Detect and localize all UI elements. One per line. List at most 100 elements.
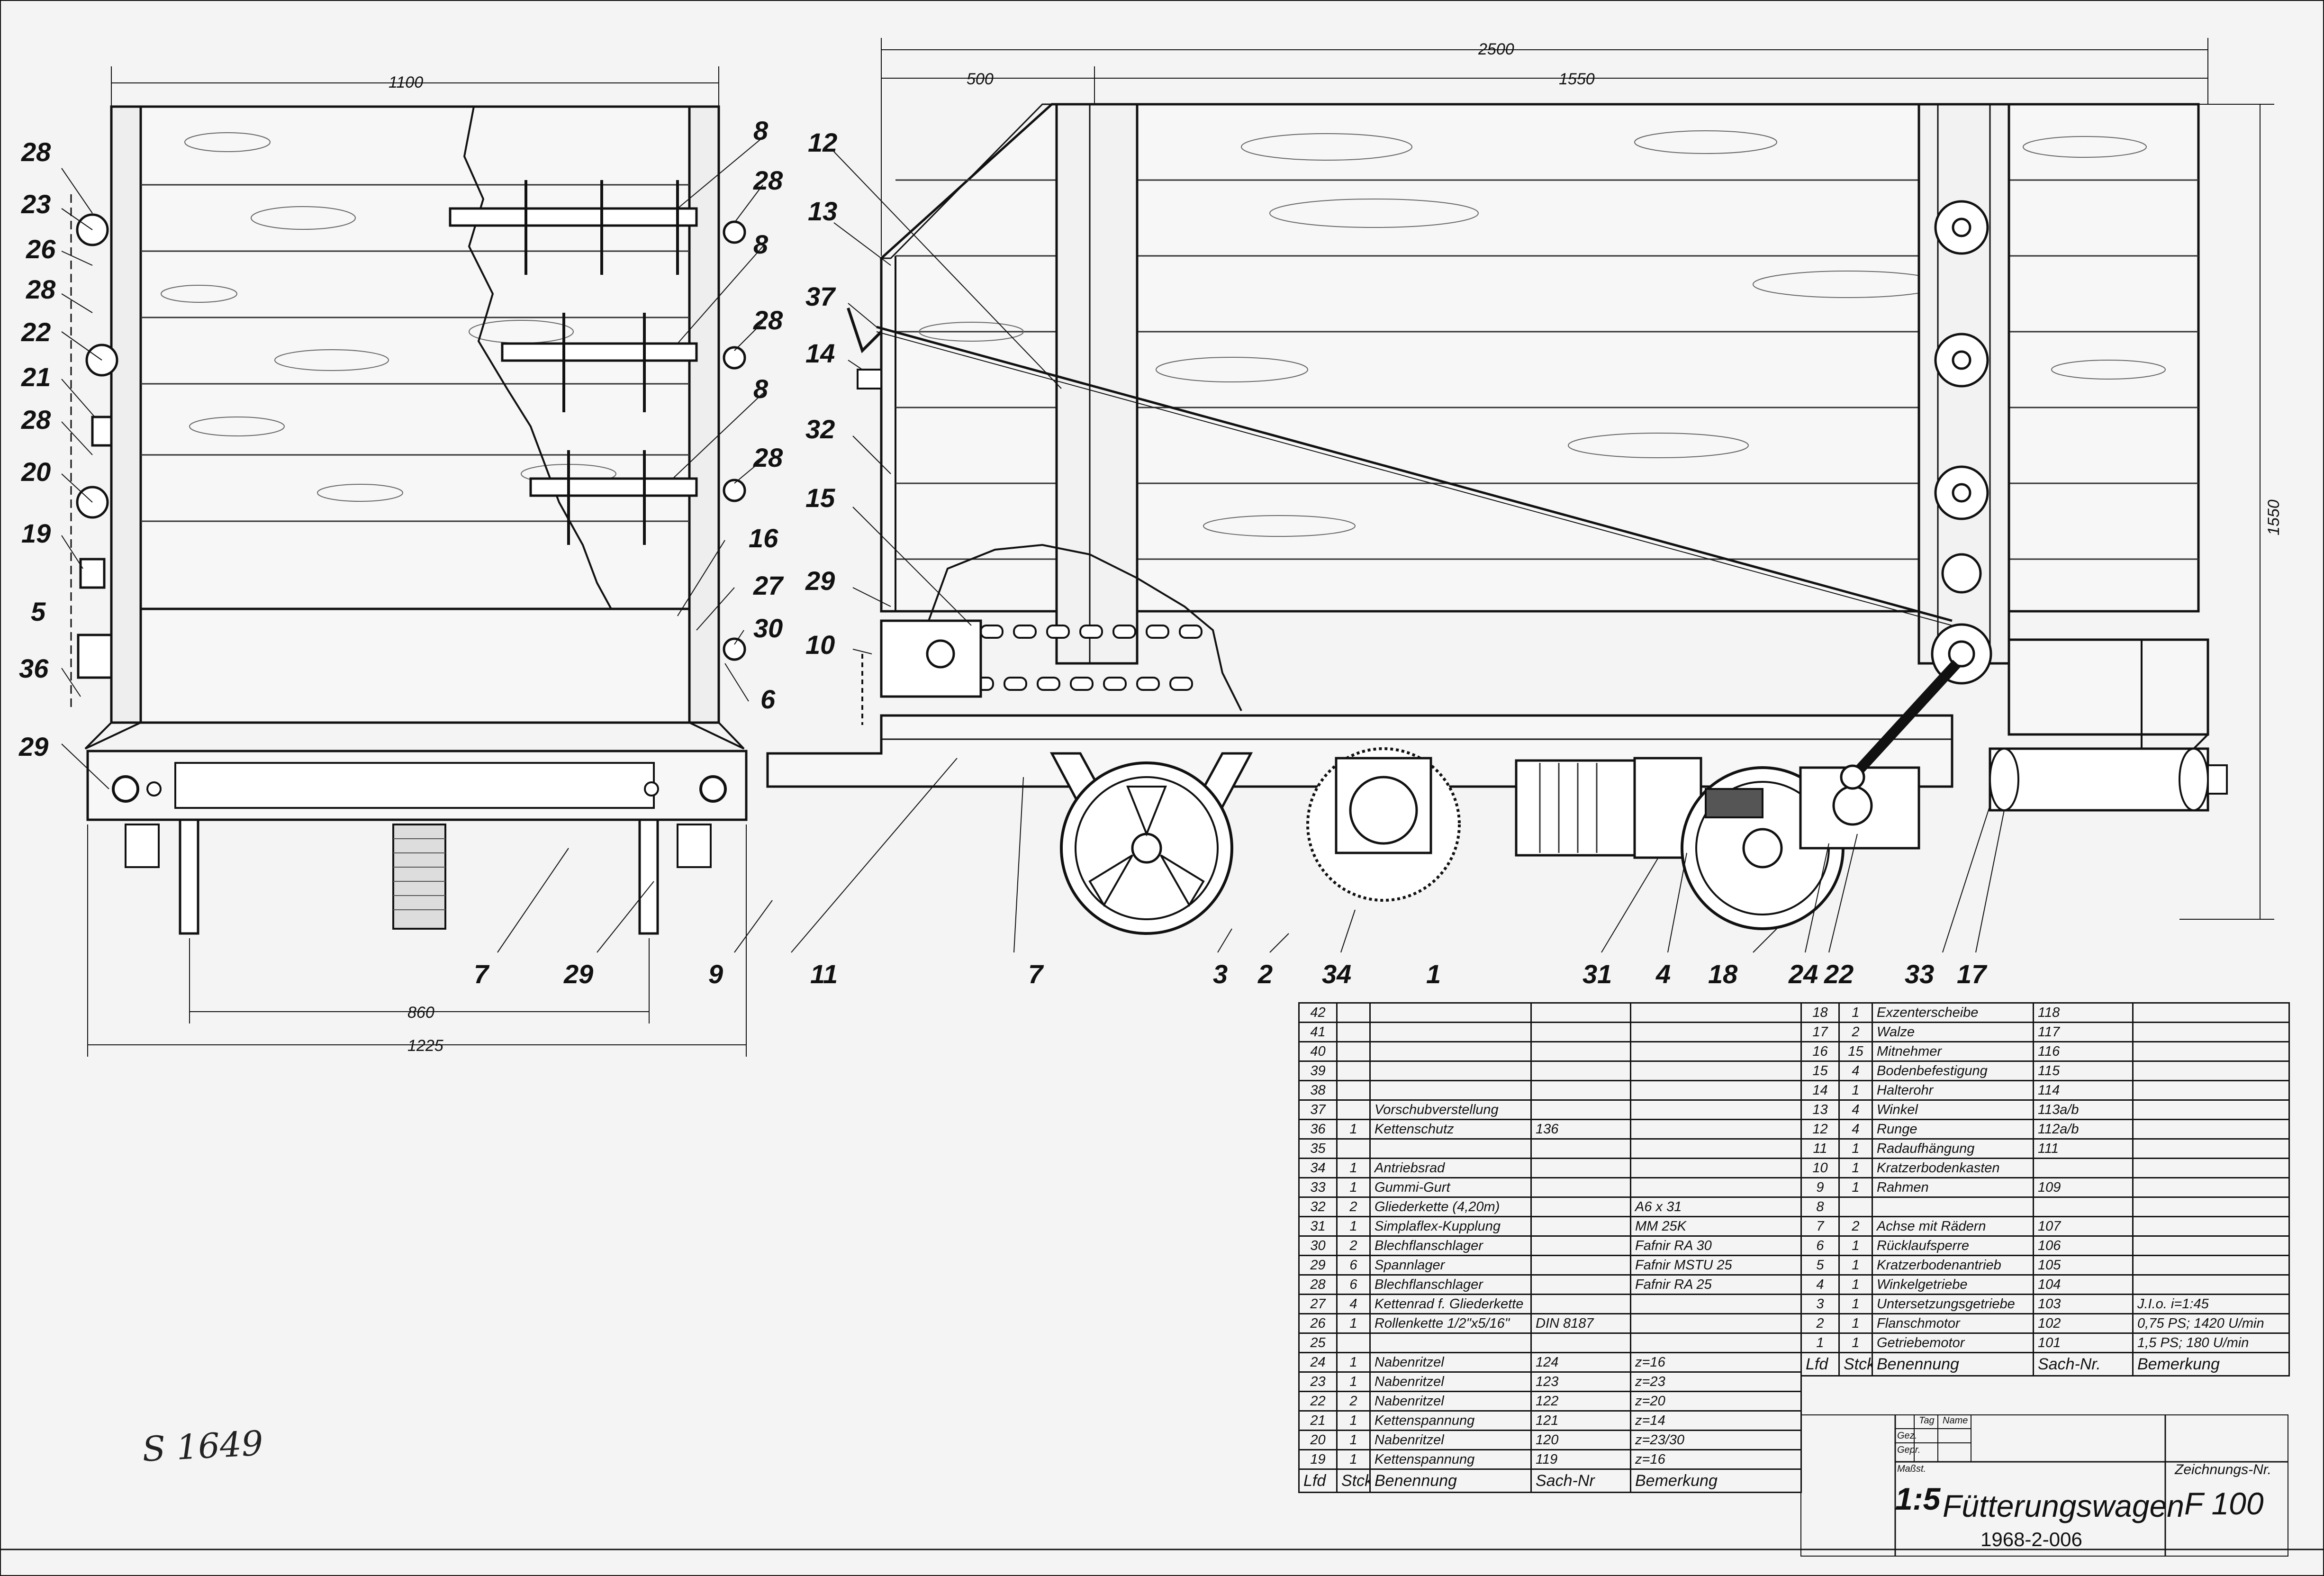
parts-cell-lfd: 31: [1298, 1216, 1338, 1237]
parts-row: 38: [1298, 1080, 1802, 1101]
parts-cell-bem: [1630, 1099, 1802, 1120]
end-view-dimensions: [87, 66, 747, 1057]
side-view-feed-cable: [876, 326, 1953, 622]
parts-cell-bem: [1630, 1138, 1802, 1159]
parts-cell-lfd: 8: [1800, 1196, 1840, 1217]
parts-cell-benennung: Nabenritzel: [1369, 1352, 1532, 1373]
side-view-rear-roller: [1989, 747, 2209, 812]
callout: 32: [805, 414, 835, 444]
dimension-labels: 1100 860 1225 2500 500 1550 1550: [389, 40, 2283, 1055]
parts-cell-benennung: Kratzerbodenantrieb: [1872, 1255, 2034, 1276]
parts-cell-lfd: 3: [1800, 1294, 1840, 1314]
parts-cell-benennung: Mitnehmer: [1872, 1041, 2034, 1062]
parts-cell-lfd: 37: [1298, 1099, 1338, 1120]
parts-cell-benennung: Spannlager: [1369, 1255, 1532, 1276]
parts-row: 41: [1298, 1022, 1802, 1042]
callout: 10: [805, 630, 835, 660]
parts-cell-stck: 1: [1838, 1235, 1873, 1256]
end-view-planks: [141, 184, 689, 522]
callout: 4: [1655, 959, 1671, 989]
parts-cell-sach: 115: [2033, 1060, 2134, 1081]
parts-cell-sach: 121: [1530, 1410, 1631, 1431]
parts-cell-stck: [1336, 1332, 1371, 1353]
parts-cell-lfd: 23: [1298, 1371, 1338, 1392]
callout: 13: [808, 196, 837, 226]
tb-gepr-label: Gepr.: [1897, 1445, 1921, 1455]
callout: 21: [21, 362, 51, 392]
parts-cell-benennung: Untersetzungsgetriebe: [1872, 1294, 2034, 1314]
parts-cell-benennung: [1369, 1080, 1532, 1101]
parts-cell-benennung: Nabenritzel: [1369, 1430, 1532, 1450]
end-view-right-bearings: [723, 220, 746, 661]
callout: 8: [753, 116, 769, 145]
parts-cell-benennung: Exzenterscheibe: [1872, 1002, 2034, 1023]
parts-cell-sach: 104: [2033, 1274, 2134, 1295]
parts-cell-lfd: 39: [1298, 1060, 1338, 1081]
parts-cell-sach: [2033, 1196, 2134, 1217]
parts-cell-bem: [1630, 1080, 1802, 1101]
parts-cell-bem: [2132, 1060, 2290, 1081]
dim-side-height: 1550: [2265, 499, 2283, 535]
dim-end-width: 1100: [389, 73, 423, 91]
callout: 1: [1426, 959, 1441, 989]
parts-cell-sach: 117: [2033, 1022, 2134, 1042]
parts-cell-stck: [1336, 1080, 1371, 1101]
parts-cell-stck: 1: [1838, 1138, 1873, 1159]
parts-row: 25: [1298, 1332, 1802, 1353]
title-block-frame: [1800, 1414, 2288, 1557]
parts-cell-lfd: 11: [1800, 1138, 1840, 1159]
title-block: Tag Name Gez. Gepr. Maßst. 1:5 Fütterung…: [1800, 1414, 2288, 1557]
callout: 36: [19, 653, 49, 683]
callout: 28: [753, 305, 783, 335]
parts-cell-bem: [2132, 1235, 2290, 1256]
parts-cell-lfd: 35: [1298, 1138, 1338, 1159]
parts-cell-benennung: Nabenritzel: [1369, 1371, 1532, 1392]
side-view-leader-lines: [791, 151, 2005, 953]
parts-cell-lfd: 22: [1298, 1391, 1338, 1412]
parts-cell-stck: [1336, 1099, 1371, 1120]
parts-cell-bem: [1630, 1313, 1802, 1334]
parts-cell-bem: [1630, 1119, 1802, 1140]
parts-header-bem: Bemerkung: [2132, 1352, 2290, 1377]
parts-cell-sach: [1530, 1099, 1631, 1120]
side-view-eccentric-arm: [1848, 660, 1961, 781]
end-view-drive-wheel: [392, 824, 446, 930]
parts-cell-bem: [2132, 1138, 2290, 1159]
parts-cell-bem: Fafnir MSTU 25: [1630, 1255, 1802, 1276]
callout: 23: [21, 189, 51, 219]
parts-cell-bem: z=23: [1630, 1371, 1802, 1392]
parts-cell-stck: 1: [1336, 1177, 1371, 1198]
callout: 12: [808, 127, 837, 157]
parts-cell-sach: 105: [2033, 1255, 2134, 1276]
end-view: [61, 105, 773, 953]
parts-cell-lfd: 26: [1298, 1313, 1338, 1334]
parts-cell-bem: [1630, 1060, 1802, 1081]
parts-cell-lfd: 14: [1800, 1080, 1840, 1101]
dim-end-overall: 1225: [407, 1037, 443, 1055]
callout: 22: [21, 317, 51, 347]
parts-cell-lfd: 34: [1298, 1158, 1338, 1178]
parts-cell-sach: 123: [1530, 1371, 1631, 1392]
parts-row: 39: [1298, 1060, 1802, 1081]
parts-cell-bem: A6 x 31: [1630, 1196, 1802, 1217]
tb-name-label: Name: [1943, 1415, 1968, 1426]
parts-cell-sach: 120: [1530, 1430, 1631, 1450]
parts-cell-lfd: 27: [1298, 1294, 1338, 1314]
callouts-side-view-left: 12 13 37 14 32 15 29 10: [805, 127, 837, 660]
callout: 15: [805, 483, 835, 513]
parts-cell-lfd: 19: [1298, 1449, 1338, 1470]
parts-cell-sach: 122: [1530, 1391, 1631, 1412]
callout: 28: [26, 274, 56, 304]
callout: 31: [1582, 959, 1612, 989]
